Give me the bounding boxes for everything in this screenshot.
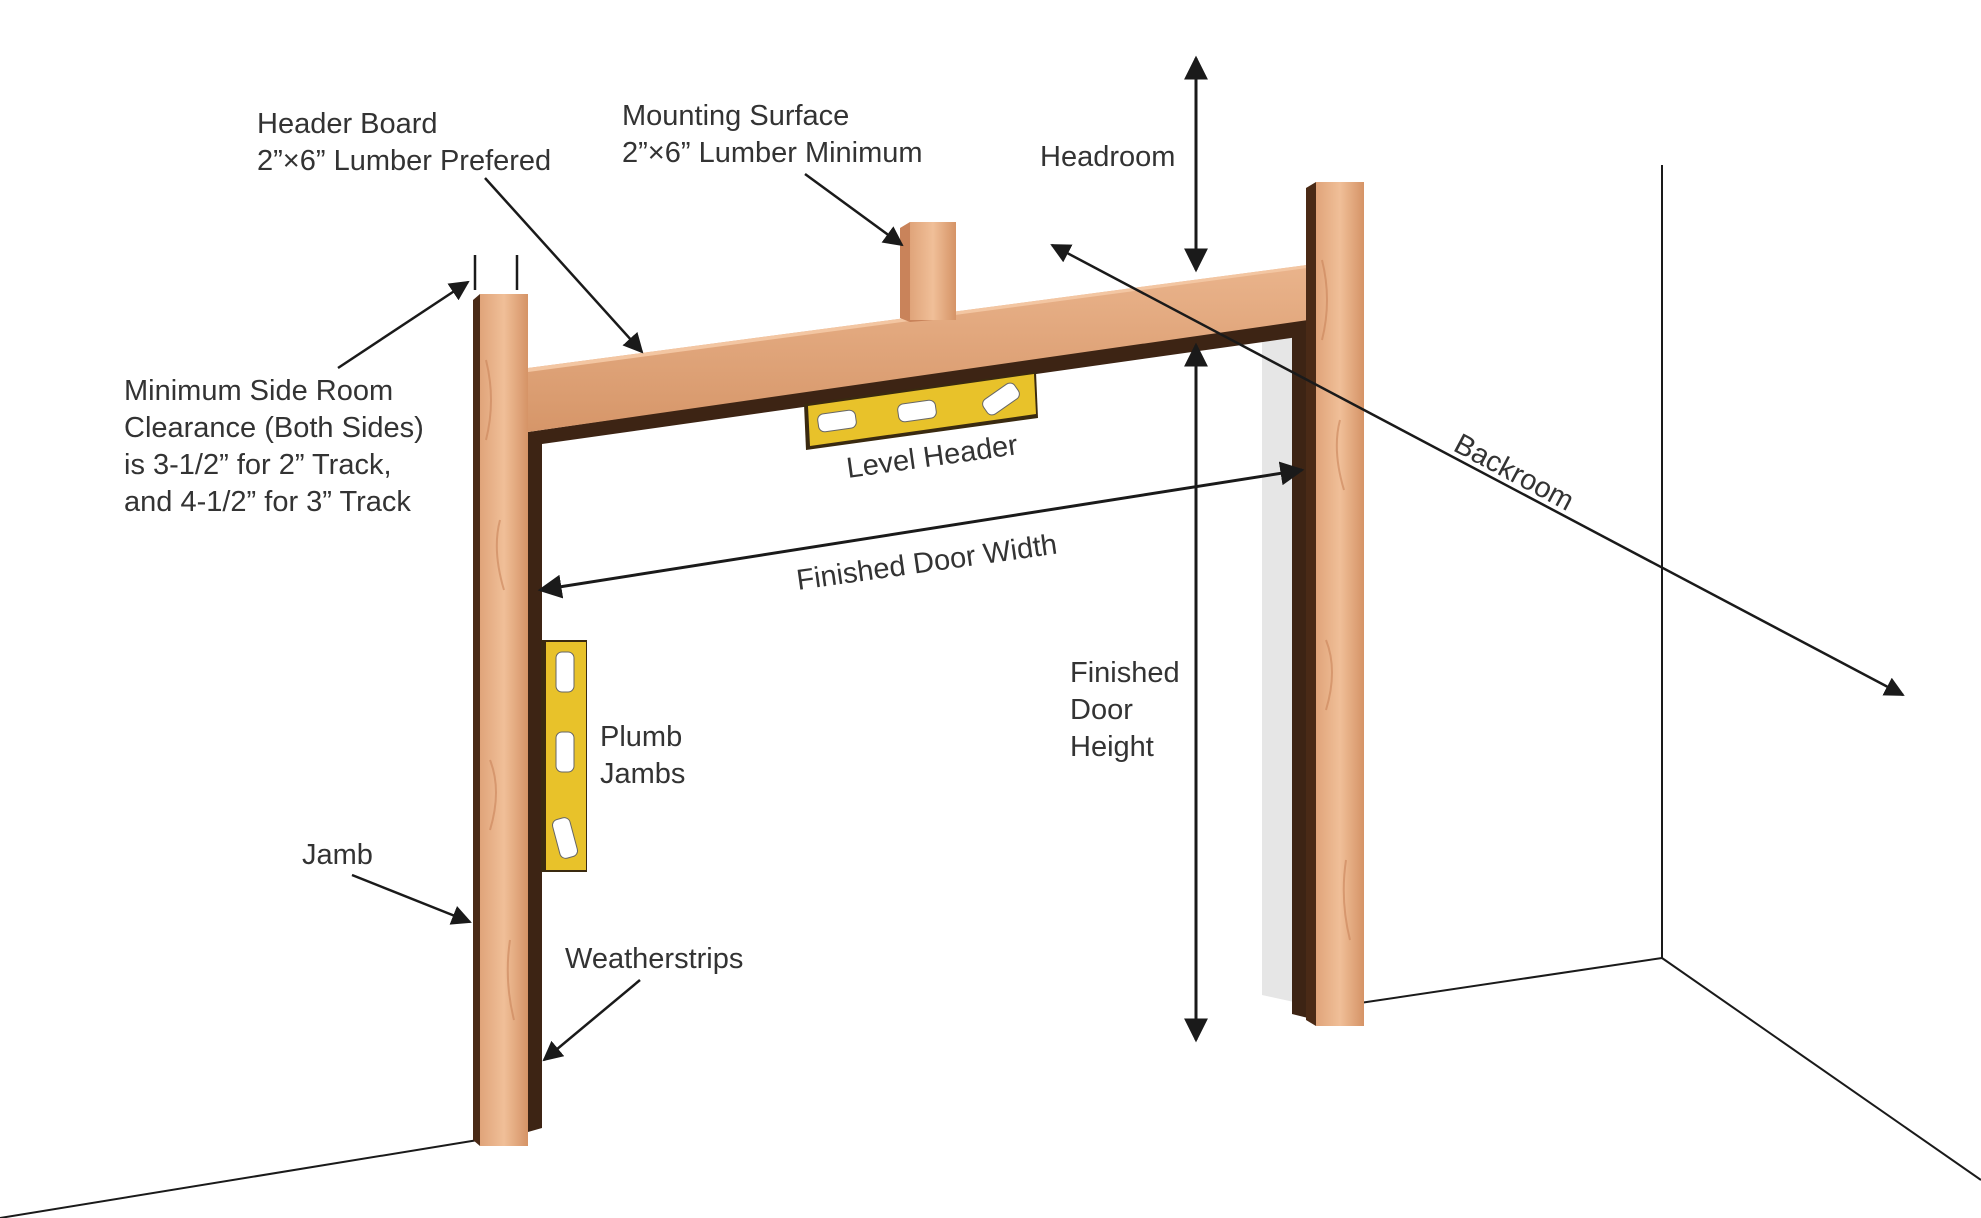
header-board-arrow [484,177,644,354]
side-room-label-line4: and 4-1/2” for 3” Track [124,486,411,518]
mounting-surface-label-line1: Mounting Surface [622,100,849,132]
weatherstrips-label: Weatherstrips [565,943,743,975]
plumb-jambs-label-line2: Jambs [600,758,685,790]
left-jamb [473,294,528,1146]
backroom-label: Backroom [1449,428,1579,518]
jamb-label: Jamb [302,839,373,871]
level-tool-jamb [541,640,587,872]
left-weatherstrip [528,432,542,1132]
door-height-label-line3: Height [1070,731,1154,763]
level-tool-header [804,372,1038,450]
door-width-label: Finished Door Width [795,529,1060,597]
side-room-label-line1: Minimum Side Room [124,375,393,407]
door-height-label-line1: Finished [1070,657,1180,689]
mounting-surface-arrow [804,172,904,247]
opening-shadow [1262,325,1294,1002]
weatherstrips-arrow [542,979,641,1062]
side-room-label-line3: is 3-1/2” for 2” Track, [124,449,392,481]
backroom-arrow [1050,243,1905,697]
mounting-surface-label-line2: 2”×6” Lumber Minimum [622,137,923,169]
jamb-arrow [351,873,472,925]
mounting-surface-block [900,222,956,322]
leader-lines [337,55,1905,1062]
header-board-label-line2: 2”×6” Lumber Prefered [257,145,551,177]
header-board-label-line1: Header Board [257,108,438,140]
right-jamb [1306,182,1364,1026]
headroom-label: Headroom [1040,141,1175,173]
side-room-label-line2: Clearance (Both Sides) [124,412,424,444]
door-height-label-line2: Door [1070,694,1133,726]
right-weatherstrip [1292,318,1308,1018]
plumb-jambs-label-line1: Plumb [600,721,682,753]
side-room-arrow [337,280,470,370]
door-width-arrow [537,461,1305,599]
